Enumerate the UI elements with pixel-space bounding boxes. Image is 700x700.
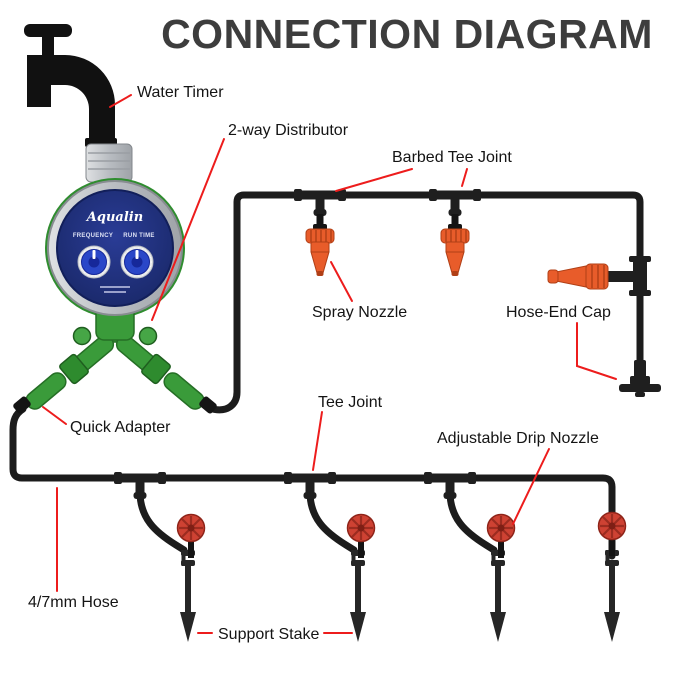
faucet bbox=[24, 24, 117, 147]
leader-spray-nozzle bbox=[330, 261, 353, 302]
valve-knob-left bbox=[72, 326, 92, 346]
inline-nozzle-ridges bbox=[591, 265, 605, 288]
label-hose: 4/7mm Hose bbox=[28, 594, 119, 611]
valve-knob-right bbox=[138, 326, 158, 346]
faucet-handle-bar bbox=[24, 24, 72, 37]
faucet-spout bbox=[27, 55, 115, 141]
barbed-tee-joint-1 bbox=[294, 189, 346, 216]
timer-collar-threads bbox=[88, 152, 130, 170]
quick-adapter-right-tip bbox=[199, 396, 217, 414]
leader-quick-adapter bbox=[42, 406, 67, 425]
end-cap-neck bbox=[630, 376, 650, 385]
label-barbed-tee: Barbed Tee Joint bbox=[392, 149, 512, 166]
leader-distributor bbox=[151, 138, 225, 321]
timer-brand: Aqualin bbox=[85, 210, 143, 225]
hose-bottom-run bbox=[9, 405, 616, 560]
quick-adapter-left-tip bbox=[13, 396, 31, 414]
timer-dial-frequency bbox=[77, 245, 111, 279]
inline-drip-nozzle bbox=[547, 256, 651, 296]
inline-nozzle-tip bbox=[547, 269, 559, 284]
drip-nozzle-4 bbox=[597, 511, 627, 558]
leader-barbed-tee-2 bbox=[461, 168, 468, 187]
support-stake-1 bbox=[180, 550, 196, 642]
hose-drop-2 bbox=[306, 488, 358, 554]
page-title: CONNECTION DIAGRAM bbox=[161, 11, 653, 57]
inline-outlet bbox=[606, 271, 636, 282]
label-tee-joint: Tee Joint bbox=[318, 394, 383, 411]
support-stake-4 bbox=[604, 550, 620, 642]
leader-hose-end-cap bbox=[576, 322, 617, 380]
end-cap-disc bbox=[619, 384, 661, 392]
timer-dial-runtime bbox=[120, 245, 154, 279]
label-drip-nozzle: Adjustable Drip Nozzle bbox=[437, 430, 599, 447]
end-cap-nub bbox=[635, 392, 645, 397]
inline-coupler bbox=[633, 258, 647, 294]
hose-end-cap bbox=[619, 360, 661, 397]
label-support-stake: Support Stake bbox=[218, 626, 320, 643]
tee-joint-1 bbox=[114, 472, 166, 499]
leader-barbed-tee-1 bbox=[335, 168, 413, 192]
label-hose-end-cap: Hose-End Cap bbox=[506, 304, 611, 321]
timer-left-dial-label: FREQUENCY bbox=[73, 233, 113, 239]
support-stake-2 bbox=[350, 550, 366, 642]
timer-fine-print-line-2 bbox=[104, 291, 126, 293]
dial-knob bbox=[88, 256, 100, 268]
spray-nozzle-1 bbox=[305, 213, 335, 277]
hose-drop-3 bbox=[446, 488, 498, 554]
quick-adapters bbox=[13, 372, 217, 414]
dial-knob bbox=[131, 256, 143, 268]
dial-ticks bbox=[79, 247, 109, 277]
end-cap-stem bbox=[634, 360, 646, 380]
hose-top-run bbox=[205, 191, 644, 414]
label-water-timer: Water Timer bbox=[137, 84, 224, 101]
spray-nozzle-2 bbox=[440, 213, 470, 277]
hose-drop-1 bbox=[136, 488, 188, 554]
dial-pointer bbox=[92, 250, 96, 259]
label-distributor: 2-way Distributor bbox=[228, 122, 349, 139]
distributor-collar-right bbox=[141, 353, 171, 385]
callout-labels: Water Timer 2-way Distributor Barbed Tee… bbox=[28, 84, 611, 643]
inline-coupler-barb-bottom bbox=[629, 290, 651, 296]
inline-coupler-barb-top bbox=[629, 256, 651, 262]
distributor-collar-left bbox=[59, 353, 89, 385]
dial-pointer bbox=[135, 250, 139, 259]
timer-fine-print-line-1 bbox=[100, 286, 130, 288]
leader-lines bbox=[42, 94, 617, 634]
faucet-handle-stem bbox=[42, 34, 54, 60]
timer-right-dial-label: RUN TIME bbox=[123, 233, 154, 239]
inline-nozzle-cone bbox=[555, 265, 587, 288]
tee-joint-2 bbox=[284, 472, 336, 499]
leader-tee-joint bbox=[312, 411, 323, 471]
timer-collar bbox=[85, 143, 133, 183]
label-quick-adapter: Quick Adapter bbox=[70, 419, 171, 436]
dial-ticks bbox=[122, 247, 152, 277]
leader-drip-nozzle bbox=[512, 448, 550, 525]
water-timer: Aqualin FREQUENCY RUN TIME bbox=[45, 143, 185, 341]
label-spray-nozzle: Spray Nozzle bbox=[312, 304, 407, 321]
timer-face bbox=[56, 189, 174, 307]
leader-water-timer bbox=[109, 94, 132, 108]
hose-lines bbox=[9, 191, 644, 560]
tee-joint-3 bbox=[424, 472, 476, 499]
support-stake-3 bbox=[490, 550, 506, 642]
barbed-tee-joint-2 bbox=[429, 189, 481, 216]
